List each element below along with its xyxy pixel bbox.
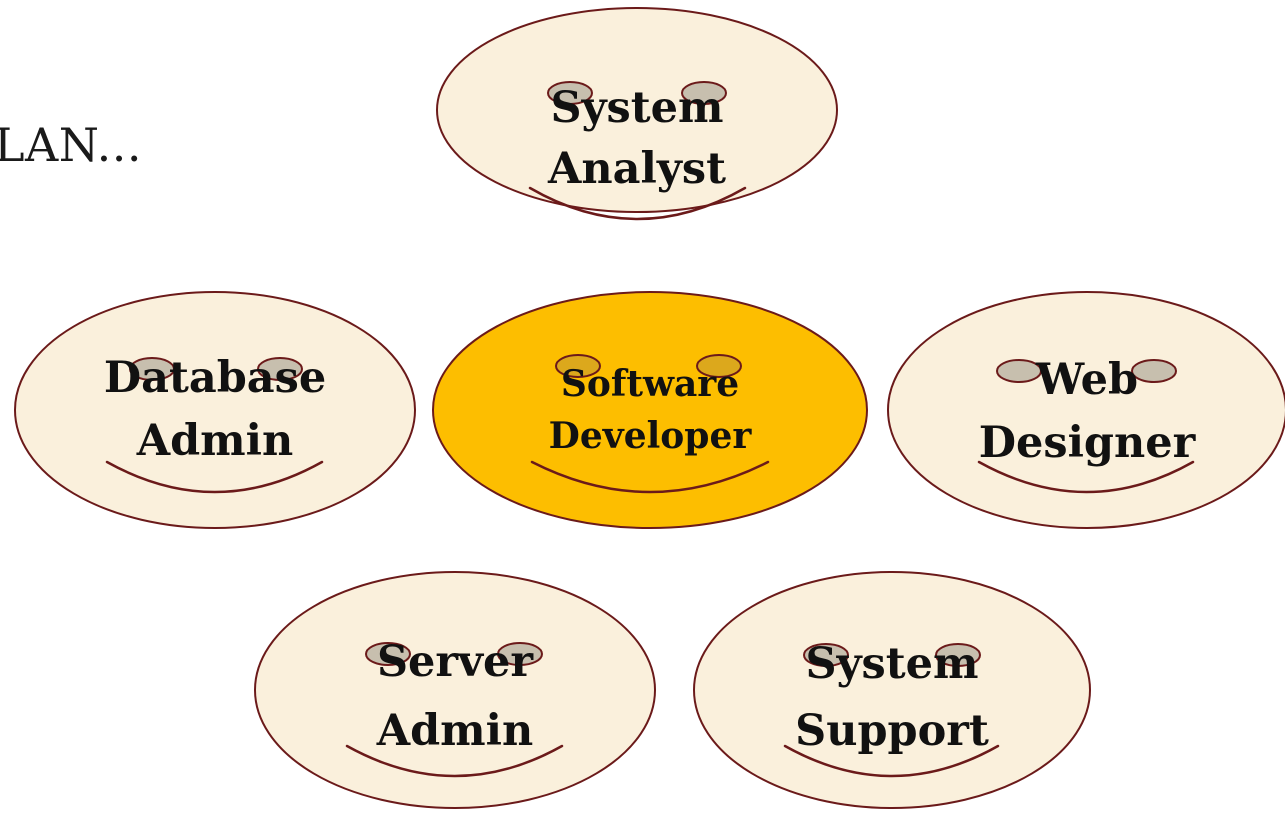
face-oval: [432, 291, 868, 529]
role-label-line2: Admin: [376, 706, 534, 756]
role-label-line1: Database: [104, 353, 326, 403]
role-label-line1: System: [551, 83, 724, 133]
face-oval: [14, 291, 416, 529]
role-label-line1: Server: [377, 637, 534, 687]
face-oval: [436, 7, 838, 213]
eye-right-icon: [696, 354, 742, 378]
role-label-line2: Developer: [549, 415, 753, 457]
smile-mouth-icon: [783, 744, 1000, 778]
eye-left-icon: [996, 359, 1042, 383]
role-label-line2: Designer: [979, 418, 1197, 468]
eye-right-icon: [1131, 359, 1177, 383]
eye-right-icon: [935, 643, 981, 667]
eye-right-icon: [257, 357, 303, 381]
role-label-line1: Web: [1035, 355, 1138, 405]
eye-left-icon: [555, 354, 601, 378]
smile-mouth-icon: [530, 460, 770, 494]
face-oval: [887, 291, 1285, 529]
role-label-line2: Analyst: [547, 144, 726, 194]
role-label-line2: Admin: [136, 416, 294, 466]
role-label-line1: System: [806, 639, 979, 689]
eye-left-icon: [365, 642, 411, 666]
smile-mouth-icon: [105, 460, 324, 494]
eye-left-icon: [129, 357, 175, 381]
smile-mouth-icon: [528, 186, 747, 221]
face-oval: [254, 571, 656, 809]
eye-right-icon: [681, 81, 727, 105]
smile-mouth-icon: [345, 744, 564, 778]
role-label-line2: Support: [795, 706, 989, 756]
face-oval: [693, 571, 1091, 809]
smile-mouth-icon: [977, 460, 1195, 494]
eye-left-icon: [803, 643, 849, 667]
eye-right-icon: [497, 642, 543, 666]
eye-left-icon: [547, 81, 593, 105]
role-label-line1: Software: [561, 363, 739, 405]
partial-heading-text: LAN...: [0, 118, 142, 172]
